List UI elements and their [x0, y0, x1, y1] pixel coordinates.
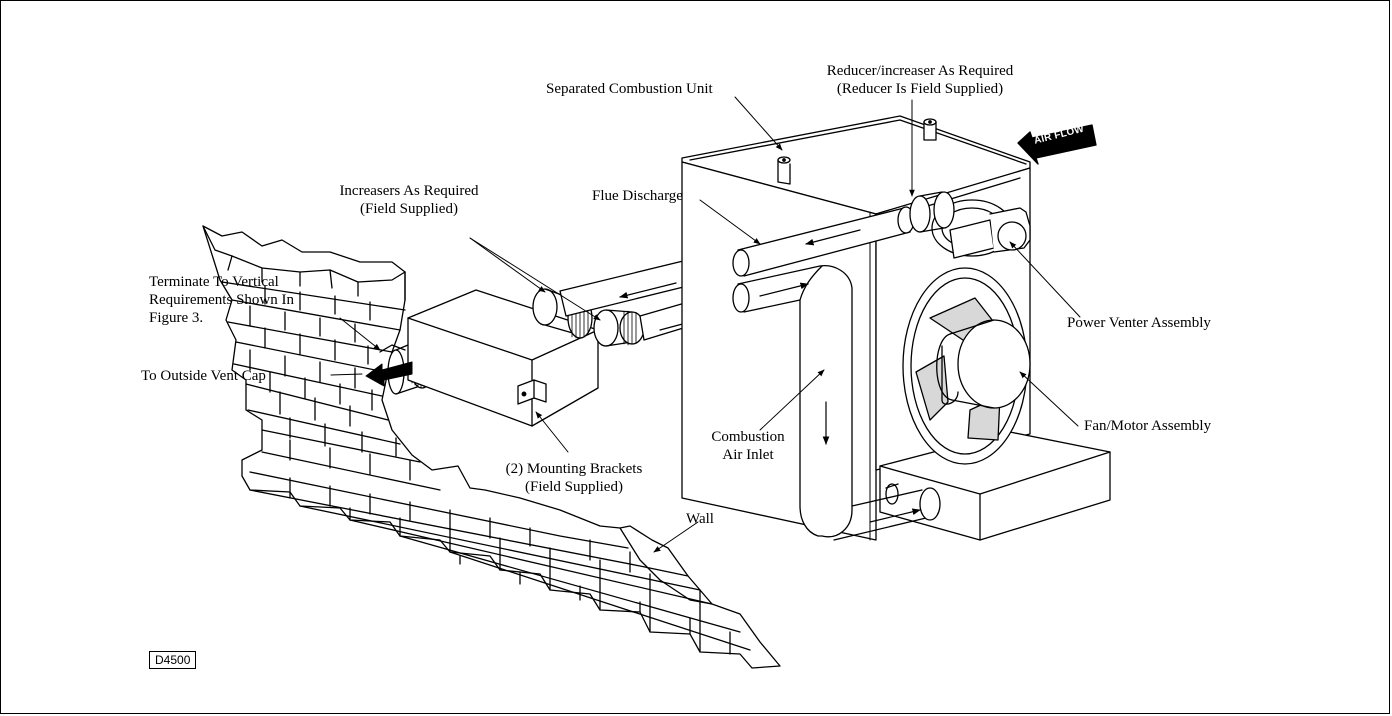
label-terminate-line3: Figure 3. [149, 310, 204, 326]
label-flue-discharge: Flue Discharge [592, 188, 683, 204]
label-terminate: Terminate To Vertical Requirements Shown… [149, 273, 294, 327]
label-combustion-line2: Air Inlet [722, 447, 774, 463]
label-mounting-brackets: (2) Mounting Brackets (Field Supplied) [483, 460, 665, 496]
vent-box [407, 289, 599, 427]
air-flow-arrow [1017, 124, 1097, 165]
label-mounting-line1: (2) Mounting Brackets [505, 461, 643, 477]
label-reducer-line2: (Reducer Is Field Supplied) [836, 81, 1004, 97]
air-flow-indicator: AIR FLOW [1021, 124, 1093, 157]
label-mounting-line2: (Field Supplied) [525, 479, 623, 495]
label-combustion-air-inlet: Combustion Air Inlet [688, 428, 808, 464]
label-to-outside-vent-cap: To Outside Vent Cap [141, 368, 266, 384]
outside-vent-arrow [365, 361, 413, 387]
label-reducer-increaser: Reducer/increaser As Required (Reducer I… [805, 62, 1035, 98]
label-terminate-line1: Terminate To Vertical [149, 274, 279, 290]
label-increasers: Increasers As Required (Field Supplied) [326, 182, 492, 218]
label-fan-motor-assembly: Fan/Motor Assembly [1084, 418, 1212, 434]
label-wall: Wall [686, 511, 714, 527]
label-power-venter-assembly: Power Venter Assembly [1067, 315, 1211, 331]
fan-motor [902, 267, 1031, 465]
label-combustion-line1: Combustion [711, 429, 785, 445]
increaser-fittings [532, 288, 645, 347]
leader-lines [330, 96, 1081, 553]
label-separated-combustion-unit: Separated Combustion Unit [546, 81, 713, 97]
flue-pipe [732, 191, 955, 277]
heater-unit [681, 115, 1111, 541]
label-increasers-line1: Increasers As Required [339, 183, 479, 199]
drawing-id-tag: D4500 [149, 651, 197, 669]
label-increasers-line2: (Field Supplied) [360, 201, 458, 217]
brick-wall [202, 225, 781, 669]
label-reducer-line1: Reducer/increaser As Required [826, 63, 1014, 79]
combustion-air-pipe [732, 265, 941, 541]
label-terminate-line2: Requirements Shown In [149, 292, 294, 308]
